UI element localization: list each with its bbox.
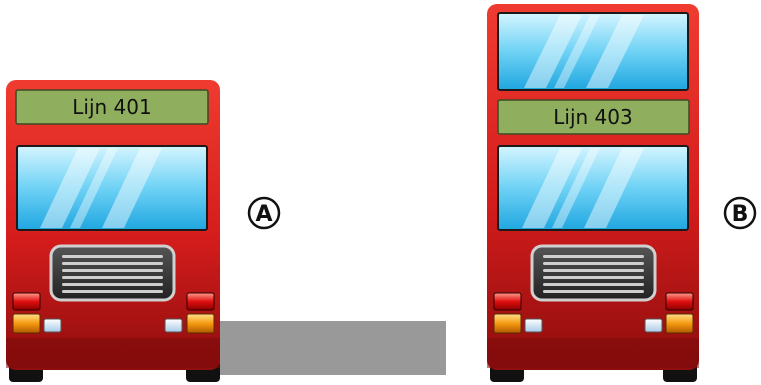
bus-b-left-headlight (525, 319, 542, 332)
marker-b-label: B (732, 202, 749, 227)
bus-b: Lijn 403 (487, 4, 699, 382)
bus-a-right-brake-light (187, 293, 214, 310)
bus-a: Lijn 401 (6, 80, 220, 382)
bus-b-left-indicator (494, 314, 521, 333)
bus-a-bumper (6, 338, 220, 368)
bus-a-left-indicator (13, 314, 40, 333)
marker-a: A (249, 198, 279, 228)
marker-a-label: A (255, 202, 272, 227)
bus-a-left-brake-light (13, 293, 40, 310)
bus-b-bumper (487, 338, 699, 368)
bus-b-left-brake-light (494, 293, 521, 310)
bus-b-right-indicator (666, 314, 693, 333)
bus-b-right-headlight (645, 319, 662, 332)
bus-a-right-headlight (165, 319, 182, 332)
bus-a-right-indicator (187, 314, 214, 333)
marker-b: B (725, 198, 755, 228)
bus-b-sign-text: Lijn 403 (553, 105, 632, 129)
bus-b-right-brake-light (666, 293, 693, 310)
bus-a-sign-text: Lijn 401 (72, 95, 151, 119)
bus-a-left-headlight (44, 319, 61, 332)
road-surface (218, 321, 446, 375)
